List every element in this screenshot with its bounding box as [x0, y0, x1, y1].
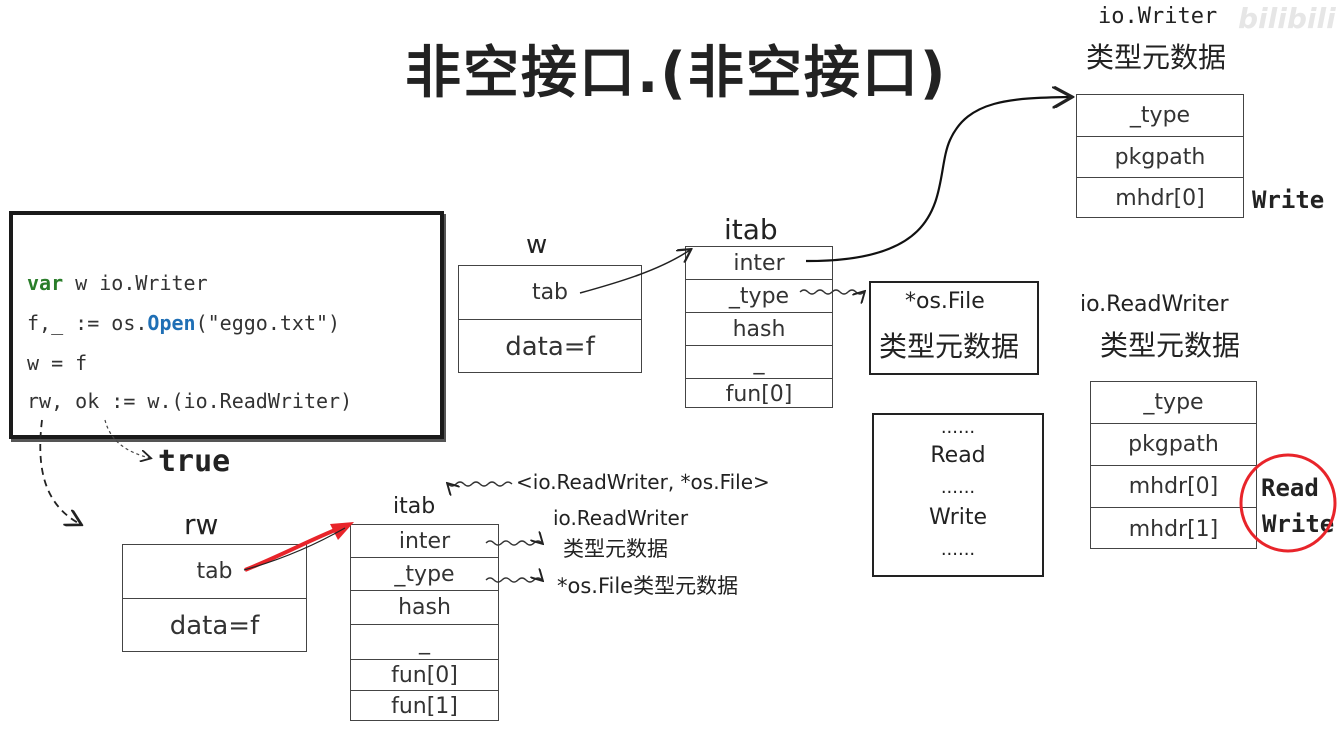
code-line-4: rw, ok := w.(io.ReadWriter)	[27, 389, 353, 413]
rw-tab-line	[243, 527, 346, 571]
code-line-3: w = f	[27, 351, 88, 375]
methods-box: ...... Read ...... Write ......	[872, 413, 1044, 577]
w-data-cell: data=f	[505, 332, 595, 362]
writer-meta-box: _type pkgpath mhdr[0]	[1076, 94, 1244, 218]
methods-ellipsis-3: ......	[940, 539, 976, 560]
rw-meta-mhdr1: mhdr[1]	[1128, 516, 1219, 542]
code-keyword: var	[27, 271, 64, 295]
code-text: w io.Writer	[63, 271, 208, 295]
rw-itab-inter-target-sub: 类型元数据	[563, 537, 668, 561]
w-itab-blank: _	[686, 346, 832, 379]
osfile-meta-subtitle: 类型元数据	[879, 330, 1020, 363]
rw-tab-red-arrowhead	[330, 522, 354, 540]
rw-tab-cell: tab	[123, 545, 306, 599]
type-to-osfile-arrow	[799, 289, 864, 294]
writer-meta-title: io.Writer	[1098, 4, 1218, 29]
rw-itab-fun1: fun[1]	[391, 694, 458, 719]
rw-itab-inter: inter	[351, 525, 498, 558]
rw-to-struct-arrow	[39, 419, 80, 524]
rw-struct-name: rw	[184, 508, 219, 541]
code-box: var w io.Writer f,_ := os.Open("eggo.txt…	[9, 211, 444, 439]
inter-to-writer-arrow	[805, 97, 1070, 263]
w-itab-inter: inter	[686, 247, 832, 280]
w-itab-name: itab	[724, 213, 778, 246]
rw-data-cell: data=f	[169, 611, 260, 641]
w-itab-fun0: fun[0]	[725, 381, 793, 407]
code-text: ("eggo.txt")	[195, 311, 341, 335]
rw-itab-inter-target: io.ReadWriter	[553, 506, 689, 530]
rw-itab-name: itab	[393, 494, 436, 519]
w-tab-cell: tab	[459, 266, 641, 320]
red-highlight-circle	[1239, 453, 1337, 553]
watermark-logo: bilibili	[1238, 2, 1336, 35]
rw-meta-mhdr0: mhdr[0]	[1091, 466, 1256, 508]
methods-write: Write	[928, 505, 988, 530]
w-tab-arrow	[579, 250, 690, 294]
w-struct: tab data=f	[458, 265, 642, 373]
key-to-itab-arrow	[448, 481, 513, 486]
page-title: 非空接口.(非空接口)	[405, 41, 948, 106]
writer-meta-pkgpath: pkgpath	[1077, 137, 1243, 178]
rw-meta-type: _type	[1091, 382, 1256, 424]
ok-to-true-arrow	[104, 419, 150, 458]
writer-meta-write: Write	[1252, 186, 1325, 214]
code-line-1: var w io.Writer	[27, 271, 208, 295]
rw-struct: tab data=f	[122, 544, 307, 652]
w-itab-type: _type	[686, 280, 832, 313]
w-struct-name: w	[526, 230, 548, 260]
rw-meta-title: io.ReadWriter	[1080, 292, 1229, 317]
rw-meta-pkgpath: pkgpath	[1091, 424, 1256, 466]
w-itab: inter _type hash _ fun[0]	[685, 246, 833, 408]
true-label: true	[158, 444, 231, 479]
w-itab-hash: hash	[686, 313, 832, 346]
rw-itab-blank: _	[351, 625, 498, 660]
code-line-2: f,_ := os.Open("eggo.txt")	[27, 311, 340, 335]
rw-meta-read: Read	[1261, 474, 1319, 502]
code-function: Open	[147, 311, 196, 335]
rw-meta-write: Write	[1262, 510, 1335, 538]
writer-meta-mhdr0: mhdr[0]	[1115, 186, 1205, 211]
rw-tab-red-arrow	[244, 526, 341, 572]
writer-meta-type: _type	[1077, 95, 1243, 137]
rw-itab-type: _type	[351, 558, 498, 591]
rw-meta-subtitle: 类型元数据	[1100, 329, 1241, 362]
rw-itab-key-label: <io.ReadWriter, *os.File>	[516, 470, 770, 494]
rw-itab: inter _type hash _ fun[0] fun[1]	[350, 524, 499, 721]
rw-itab-hash: hash	[351, 591, 498, 625]
osfile-meta-box: *os.File 类型元数据	[869, 281, 1039, 375]
rw-inter-arrow	[485, 541, 542, 546]
methods-ellipsis-2: ......	[940, 477, 976, 498]
rw-type-arrow	[485, 578, 542, 583]
code-text: f,_ := os.	[27, 311, 148, 335]
rw-itab-type-target: *os.File类型元数据	[557, 574, 739, 598]
methods-read: Read	[930, 443, 986, 468]
writer-meta-subtitle: 类型元数据	[1086, 41, 1227, 74]
methods-ellipsis-1: ......	[940, 417, 976, 438]
rw-meta-box: _type pkgpath mhdr[0] mhdr[1]	[1090, 381, 1257, 549]
osfile-meta-name: *os.File	[905, 289, 985, 314]
rw-itab-fun0: fun[0]	[351, 660, 498, 691]
